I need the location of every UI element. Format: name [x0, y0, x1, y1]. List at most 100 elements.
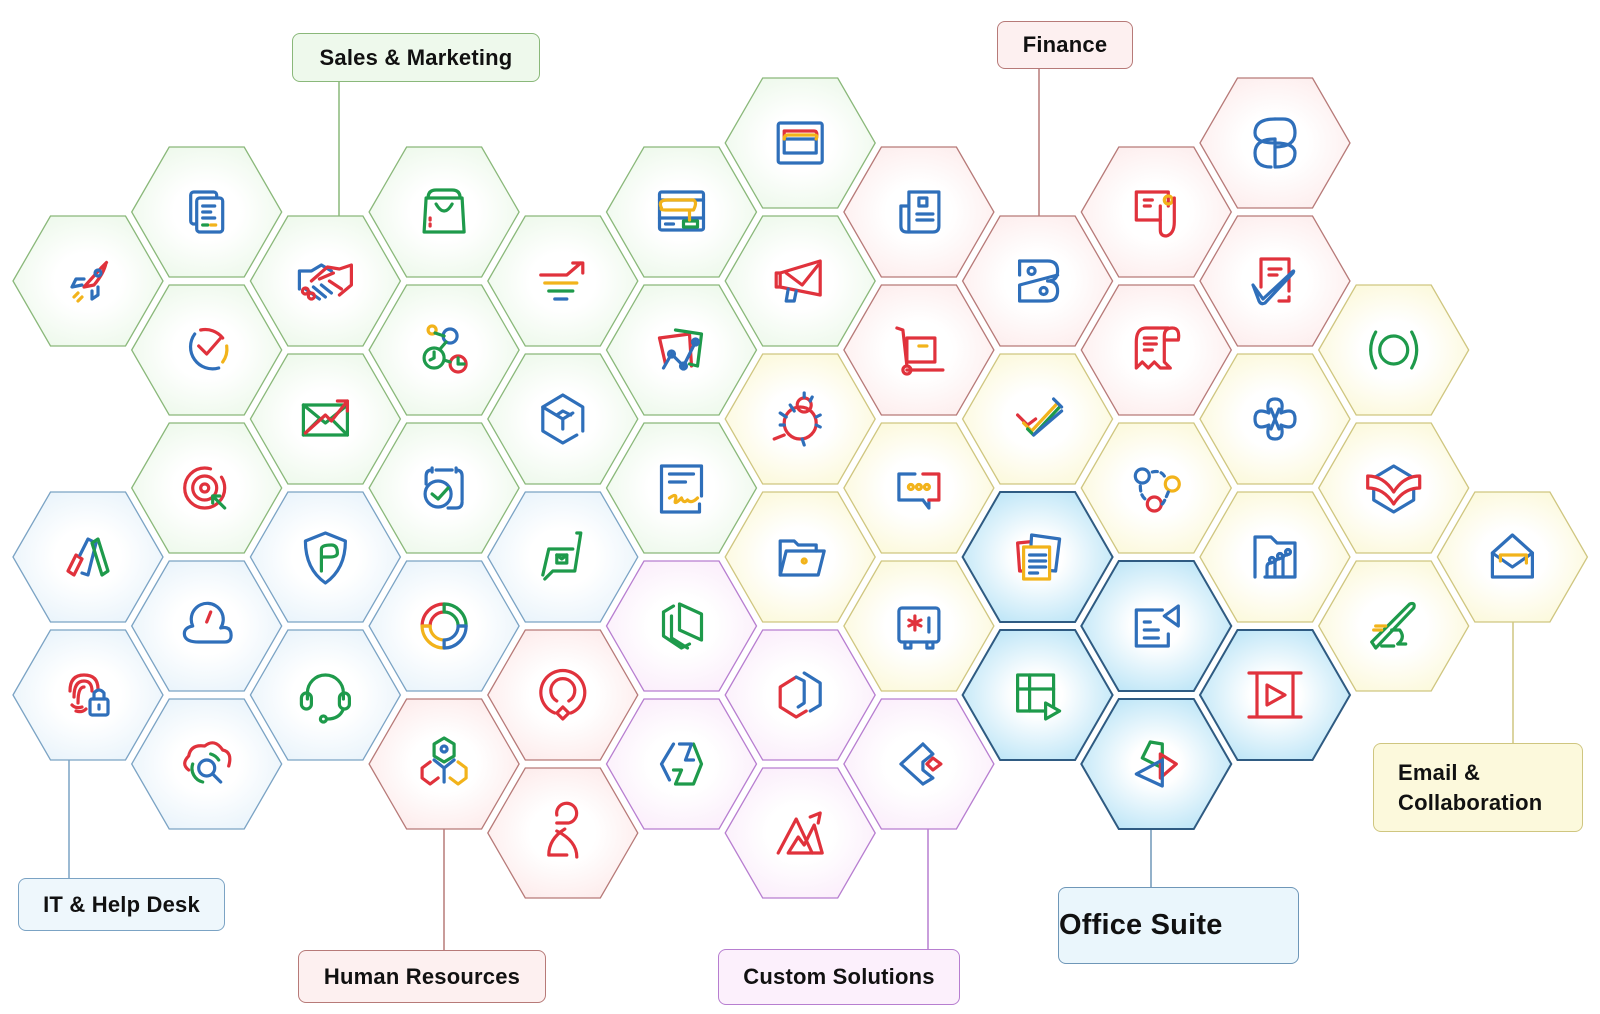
hex-tile-spreadsheet[interactable] [961, 629, 1114, 761]
category-label-sales[interactable]: Sales & Marketing [292, 33, 540, 82]
hex-tile-people-hex[interactable] [368, 698, 520, 830]
hex-tile-mountain[interactable] [724, 767, 876, 899]
hex-tile-layers[interactable] [605, 560, 758, 692]
hex-shape [605, 284, 758, 416]
hex-tile-percent-b[interactable] [961, 215, 1114, 347]
category-label-text: IT & Help Desk [43, 891, 200, 917]
hex-tile-folder-people[interactable] [1199, 491, 1351, 623]
hex-tile-handshake[interactable] [249, 215, 402, 347]
category-label-custom[interactable]: Custom Solutions [718, 949, 960, 1005]
hex-shape [487, 215, 639, 347]
category-label-it[interactable]: IT & Help Desk [18, 878, 225, 931]
hex-tile-cart[interactable] [843, 284, 995, 416]
triple-check-icon [1015, 397, 1064, 437]
hex-tile-cloud-search[interactable] [130, 698, 283, 830]
target-icon [183, 466, 227, 510]
hex-tile-chat-dots[interactable] [843, 422, 995, 554]
hex-tile-nodes-clock[interactable] [368, 284, 520, 416]
hex-shape [130, 560, 283, 692]
hex-tile-stacked-docs[interactable] [961, 491, 1114, 623]
hex-tile-documents[interactable] [130, 146, 283, 278]
category-label-email[interactable]: Email & Collaboration [1373, 743, 1583, 832]
hex-tile-target[interactable] [130, 422, 283, 554]
hex-shape [1199, 215, 1351, 347]
hex-tile-chart-cards[interactable] [605, 284, 758, 416]
browser-form-icon [657, 190, 706, 232]
hex-tile-m-logo[interactable] [12, 491, 164, 623]
hex-tile-shield[interactable] [249, 491, 402, 623]
hex-tile-bug[interactable] [724, 353, 876, 485]
shield-icon [303, 531, 347, 585]
hex-tile-card-wallet[interactable] [724, 77, 876, 209]
chat-dots-icon [897, 472, 941, 510]
doc-check-icon [1251, 257, 1296, 306]
hex-tile-doc-check[interactable] [1199, 215, 1351, 347]
hex-tile-safe[interactable] [843, 560, 995, 692]
hex-tile-link-hex[interactable] [724, 629, 876, 761]
megaphone-icon [774, 259, 822, 303]
hex-tile-fingerprint-lock[interactable] [12, 629, 164, 761]
hex-tile-s-logo[interactable] [1199, 77, 1351, 209]
category-label-hr[interactable]: Human Resources [298, 950, 546, 1003]
hex-tile-triple-check[interactable] [961, 353, 1114, 485]
category-label-text: Custom Solutions [743, 964, 935, 989]
hex-tile-circles-connect[interactable] [1080, 422, 1233, 554]
shopping-bag-icon [422, 188, 466, 234]
hex-tile-envelope-open[interactable] [1436, 491, 1589, 623]
cube-icon [541, 393, 585, 445]
presentation-icon [1247, 671, 1303, 719]
hex-tile-donut[interactable] [368, 560, 520, 692]
hex-tile-invoice[interactable] [1080, 146, 1233, 278]
folder-icon [778, 539, 826, 577]
hex-tile-browser-form[interactable] [605, 146, 758, 278]
card-wallet-icon [776, 121, 824, 165]
hex-tile-folder[interactable] [724, 491, 876, 623]
hex-tile-receipt[interactable] [1080, 284, 1233, 416]
hex-tile-check-circle[interactable] [130, 284, 283, 416]
cloud-gauge-icon [182, 601, 233, 644]
hex-tile-lightning-hex[interactable] [605, 698, 758, 830]
hex-tile-calendar-check[interactable] [368, 422, 520, 554]
hex-tile-megaphone[interactable] [724, 215, 876, 347]
bug-icon [772, 391, 822, 447]
hex-shape [724, 491, 876, 623]
hex-tile-diamond-logo[interactable] [843, 698, 995, 830]
hex-tile-broadcast[interactable] [1317, 284, 1470, 416]
hex-tile-cube[interactable] [487, 353, 639, 485]
hex-tile-chat-mail[interactable] [487, 491, 639, 623]
hex-shape [724, 215, 876, 347]
hex-tile-pin-ring[interactable] [487, 629, 639, 761]
hex-tile-rocket[interactable] [12, 215, 164, 347]
calendar-check-icon [423, 466, 464, 510]
category-label-finance[interactable]: Finance [997, 21, 1133, 69]
hex-tile-envelope-arrow[interactable] [249, 353, 402, 485]
hex-tile-headset[interactable] [249, 629, 402, 761]
pin-ring-icon [539, 668, 587, 721]
hex-tile-asterisk[interactable] [1199, 353, 1351, 485]
hex-tile-note-share[interactable] [1080, 560, 1233, 692]
hex-tile-presentation[interactable] [1198, 629, 1352, 761]
hex-tile-sign-pen[interactable] [1317, 560, 1470, 692]
hex-shape [724, 629, 876, 761]
hex-tile-newspaper[interactable] [843, 146, 995, 278]
fingerprint-lock-icon [68, 673, 110, 717]
newspaper-icon [899, 190, 941, 234]
hex-tile-book-box[interactable] [1317, 422, 1470, 554]
s-logo-icon [1253, 117, 1297, 169]
hex-shape [605, 560, 758, 692]
stacked-docs-icon [1015, 533, 1062, 581]
hex-tile-cloud-gauge[interactable] [130, 560, 283, 692]
category-label-office[interactable]: Office Suite [1058, 887, 1299, 964]
hex-tile-funnel-arrow[interactable] [487, 215, 639, 347]
donut-icon [420, 602, 468, 650]
broadcast-icon [1369, 330, 1419, 370]
hex-shape [1317, 560, 1470, 692]
category-label-text: Sales & Marketing [319, 44, 513, 70]
funnel-arrow-icon [539, 261, 585, 301]
hex-tile-show-triangles[interactable] [1080, 698, 1233, 830]
hex-tile-shopping-bag[interactable] [368, 146, 520, 278]
hex-tile-signature[interactable] [605, 422, 758, 554]
hex-shape [130, 698, 283, 830]
hex-tile-person[interactable] [487, 767, 639, 899]
